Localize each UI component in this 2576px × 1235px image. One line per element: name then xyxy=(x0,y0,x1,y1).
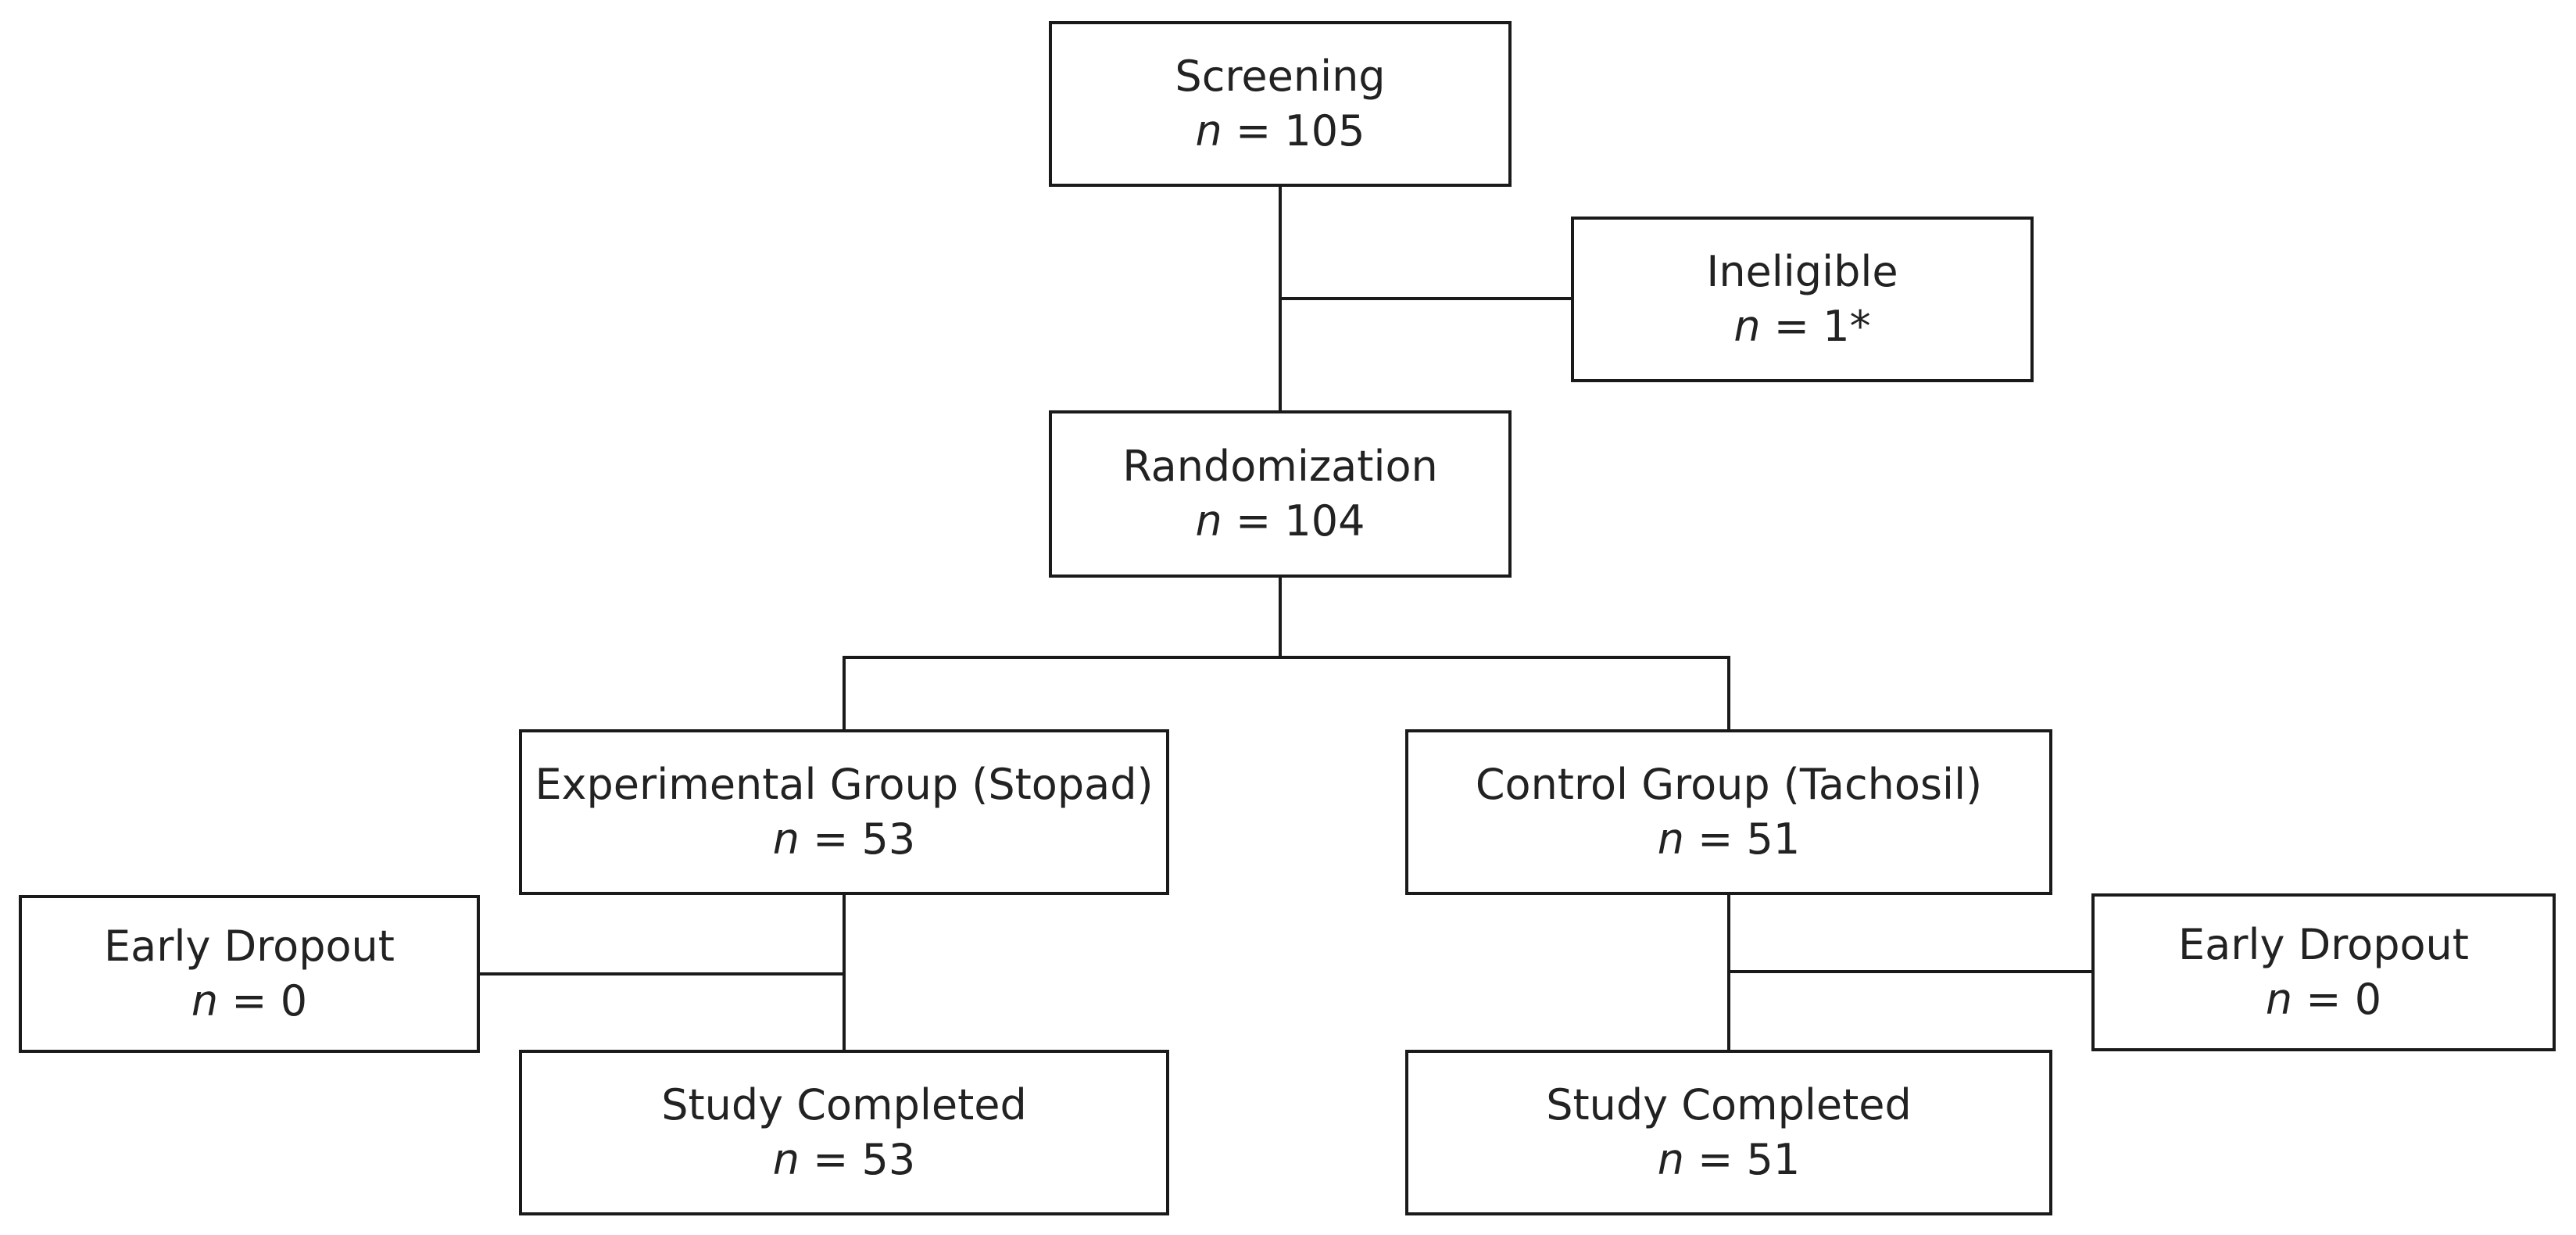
randomization-box: Randomization n = 104 xyxy=(1049,410,1512,578)
experimental-group-box: Experimental Group (Stopad) n = 53 xyxy=(519,729,1169,895)
ineligible-count: n = 1* xyxy=(1733,302,1871,351)
control-group-count: n = 51 xyxy=(1657,814,1801,864)
study-completed-experimental-box: Study Completed n = 53 xyxy=(519,1050,1169,1215)
experimental-group-count: n = 53 xyxy=(772,814,916,864)
screening-box: Screening n = 105 xyxy=(1049,21,1512,187)
ineligible-title: Ineligible xyxy=(1706,247,1898,296)
experimental-group-title: Experimental Group (Stopad) xyxy=(535,760,1154,809)
screening-title: Screening xyxy=(1175,52,1386,101)
early-dropout-experimental-count: n = 0 xyxy=(191,976,308,1026)
study-completed-control-box: Study Completed n = 51 xyxy=(1405,1050,2052,1215)
early-dropout-control-count: n = 0 xyxy=(2265,975,2382,1024)
early-dropout-control-title: Early Dropout xyxy=(2178,920,2469,969)
study-completed-experimental-count: n = 53 xyxy=(772,1135,916,1184)
early-dropout-control-box: Early Dropout n = 0 xyxy=(2091,893,2556,1051)
control-group-box: Control Group (Tachosil) n = 51 xyxy=(1405,729,2052,895)
study-completed-control-title: Study Completed xyxy=(1546,1080,1912,1129)
screening-count: n = 105 xyxy=(1195,106,1365,156)
ineligible-box: Ineligible n = 1* xyxy=(1571,217,2034,382)
early-dropout-experimental-title: Early Dropout xyxy=(104,922,395,971)
control-group-title: Control Group (Tachosil) xyxy=(1475,760,1983,809)
study-completed-control-count: n = 51 xyxy=(1657,1135,1801,1184)
study-completed-experimental-title: Study Completed xyxy=(661,1080,1027,1129)
randomization-title: Randomization xyxy=(1122,442,1438,491)
randomization-count: n = 104 xyxy=(1195,496,1365,546)
early-dropout-experimental-box: Early Dropout n = 0 xyxy=(19,895,480,1053)
